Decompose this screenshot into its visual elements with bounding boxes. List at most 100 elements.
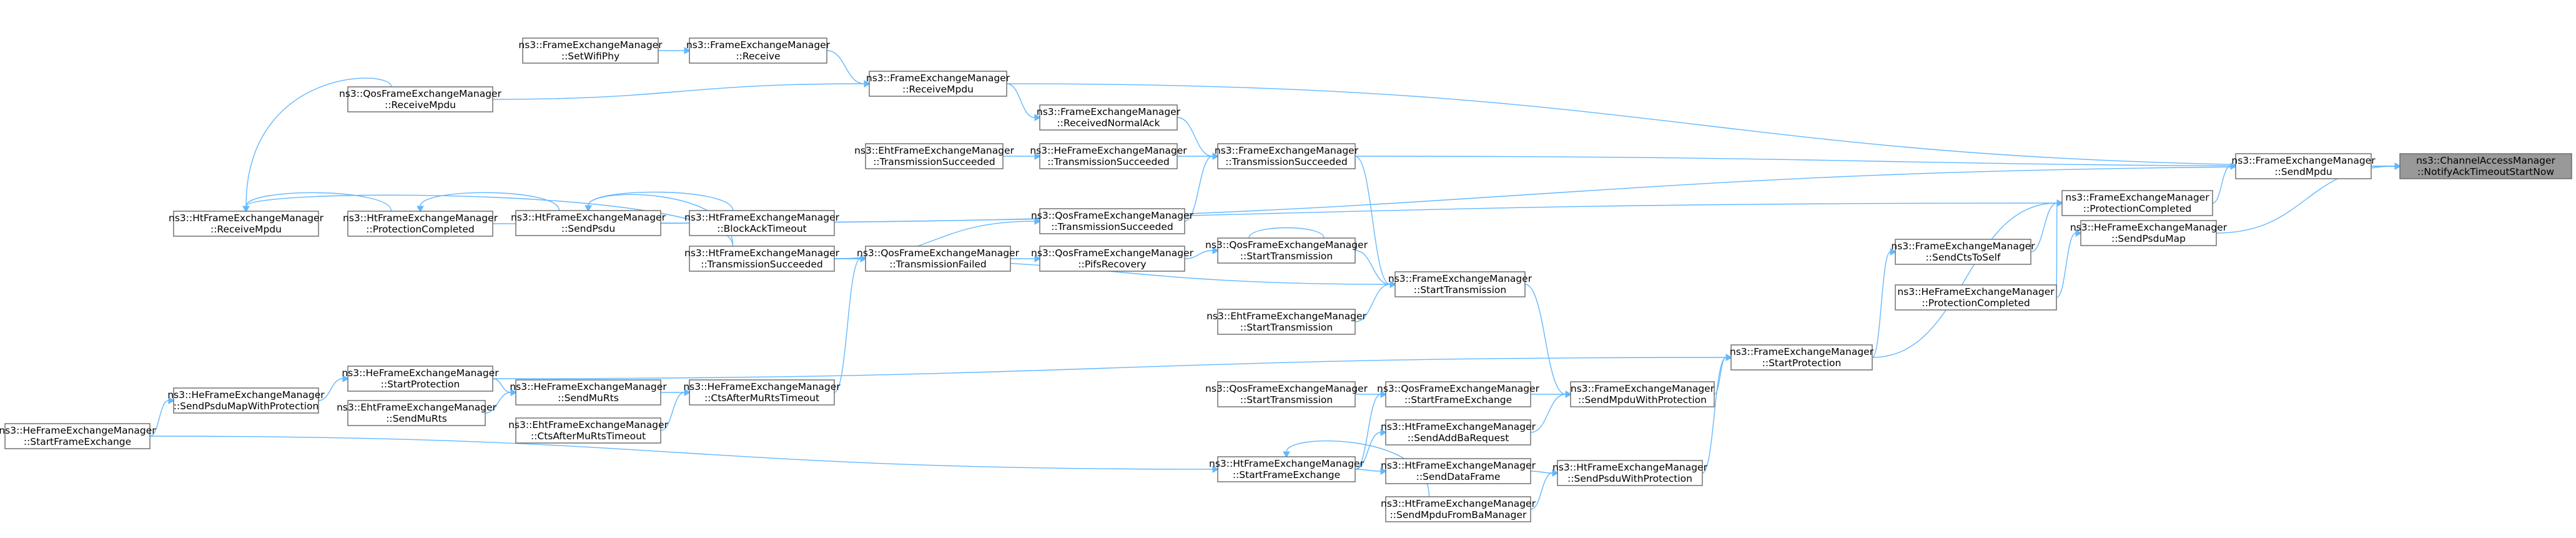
node-label-line1: ns3::QosFrameExchangeManager — [1031, 247, 1194, 259]
graph-node-hefem-sendmurts[interactable]: ns3::HeFrameExchangeManager::SendMuRts — [510, 379, 667, 406]
node-label-line1: ns3::HtFrameExchangeManager — [1552, 462, 1708, 473]
node-label-line2: ::TransmissionFailed — [889, 259, 987, 270]
arrowhead — [1034, 217, 1042, 225]
node-label-line1: ns3::FrameExchangeManager — [1215, 145, 1359, 156]
call-edge — [149, 397, 175, 437]
arrowhead — [2230, 162, 2238, 170]
graph-node-htfem-transmissionsucceeded[interactable]: ns3::HtFrameExchangeManager::Transmissio… — [684, 246, 840, 272]
node-label-line1: ns3::HeFrameExchangeManager — [683, 381, 841, 392]
call-edge — [492, 80, 871, 100]
graph-node-fem-setwifiphy[interactable]: ns3::FrameExchangeManager::SetWifiPhy — [518, 37, 663, 64]
graph-node-htfem-sendaddbarequest[interactable]: ns3::HtFrameExchangeManager::SendAddBaRe… — [1381, 419, 1536, 446]
graph-node-fem-receivednormalack[interactable]: ns3::FrameExchangeManager::ReceivedNorma… — [1037, 104, 1181, 131]
call-edge — [1524, 284, 1572, 398]
graph-node-hefem-startframeexchange[interactable]: ns3::HeFrameExchangeManager::StartFrameE… — [0, 423, 156, 449]
arrowhead — [860, 255, 867, 262]
graph-node-htfem-sendpsdu[interactable]: ns3::HtFrameExchangeManager::SendPsdu — [511, 210, 666, 236]
node-label-line1: ns3::HtFrameExchangeManager — [1209, 458, 1364, 469]
graph-node-hefem-sendpsdumap[interactable]: ns3::HeFrameExchangeManager::SendPsduMap — [2070, 220, 2228, 246]
arrowhead — [1034, 255, 1042, 262]
graph-node-fem-sendctstoself[interactable]: ns3::FrameExchangeManager::SendCtsToSelf — [1891, 239, 2035, 265]
graph-node-ehtfem-ctsaftermurtstimeout[interactable]: ns3::EhtFrameExchangeManager::CtsAfterMu… — [508, 417, 669, 444]
node-label-line2: ::StartTransmission — [1414, 284, 1506, 296]
graph-node-hefem-protcompleted[interactable]: ns3::HeFrameExchangeManager::ProtectionC… — [1895, 284, 2057, 311]
graph-node-fem-transmissionsucceeded[interactable]: ns3::FrameExchangeManager::TransmissionS… — [1215, 143, 1359, 169]
arrowhead — [1034, 152, 1042, 160]
call-edge — [1872, 248, 1897, 358]
node-label-line2: ::Receive — [736, 51, 780, 62]
graph-node-hefem-startprotection[interactable]: ns3::HeFrameExchangeManager::StartProtec… — [342, 366, 499, 392]
call-edge — [492, 354, 1733, 379]
node-label-line2: ::StartTransmission — [1240, 251, 1333, 262]
graph-node-htfem-protcompleted[interactable]: ns3::HtFrameExchangeManager::ProtectionC… — [343, 211, 498, 237]
graph-node-hefem-transmissionsucceeded[interactable]: ns3::HeFrameExchangeManager::Transmissio… — [1030, 143, 1187, 169]
graph-node-qosfem-startframeexchange[interactable]: ns3::QosFrameExchangeManager::StartFrame… — [1377, 381, 1540, 407]
graph-node-qosfem-transmissionsucceeded[interactable]: ns3::QosFrameExchangeManager::Transmissi… — [1031, 208, 1194, 234]
node-label-line2: ::CtsAfterMuRtsTimeout — [704, 392, 819, 404]
call-edge — [417, 192, 560, 213]
graph-node-qosfem-pifsrecovery[interactable]: ns3::QosFrameExchangeManager::PifsRecove… — [1031, 246, 1194, 272]
graph-node-hefem-ctsaftermurtstimeout[interactable]: ns3::HeFrameExchangeManager::CtsAfterMuR… — [683, 379, 841, 406]
node-label-line2: ::SendMuRts — [386, 413, 447, 424]
graph-node-fem-receive[interactable]: ns3::FrameExchangeManager::Receive — [686, 37, 831, 64]
graph-node-ehtfem-starttransmission[interactable]: ns3::EhtFrameExchangeManager::StartTrans… — [1207, 309, 1367, 335]
call-edge — [1184, 152, 1220, 222]
node-label-line1: ns3::EhtFrameExchangeManager — [337, 402, 496, 413]
graph-node-hefem-sendpsdumapwithprot[interactable]: ns3::HeFrameExchangeManager::SendPsduMap… — [167, 387, 325, 414]
node-label-line2: ::TransmissionSucceeded — [873, 156, 995, 167]
graph-node-fem-startprotection[interactable]: ns3::FrameExchangeManager::StartProtecti… — [1730, 344, 1874, 371]
graph-node-fem-sendmpduwithprot[interactable]: ns3::FrameExchangeManager::SendMpduWithP… — [1570, 381, 1715, 407]
graph-node-htfem-startframeexchange[interactable]: ns3::HtFrameExchangeManager::StartFrameE… — [1209, 456, 1364, 482]
node-label-line2: ::StartFrameExchange — [1233, 469, 1340, 481]
graph-node-fem-starttransmission[interactable]: ns3::FrameExchangeManager::StartTransmis… — [1388, 271, 1532, 297]
call-edge — [1184, 247, 1220, 259]
graph-node-qosfem-starttransmission[interactable]: ns3::QosFrameExchangeManager::StartTrans… — [1205, 237, 1368, 264]
node-label-line1: ns3::EhtFrameExchangeManager — [1207, 311, 1366, 322]
node-label-line2: ::SetWifiPhy — [561, 51, 619, 62]
graph-node-qosfem-transmissionfailed[interactable]: ns3::QosFrameExchangeManager::Transmissi… — [857, 246, 1020, 272]
graph-node-qosfem-receivempdu[interactable]: ns3::QosFrameExchangeManager::ReceiveMpd… — [339, 86, 502, 112]
node-label-line1: ns3::QosFrameExchangeManager — [1205, 383, 1368, 394]
node-label-line1: ns3::HtFrameExchangeManager — [1381, 498, 1536, 509]
graph-node-root[interactable]: ns3::ChannelAccessManager::NotifyAckTime… — [2399, 153, 2572, 179]
call-edge — [1702, 354, 1733, 474]
call-edge — [318, 375, 350, 401]
arrowhead — [1034, 114, 1042, 121]
graph-node-htfem-blockacktimeout[interactable]: ns3::HtFrameExchangeManager::BlockAckTim… — [684, 210, 840, 236]
arrowhead — [1212, 247, 1220, 254]
arrowhead — [342, 375, 350, 382]
arrowhead — [510, 389, 518, 396]
arrowhead — [1552, 469, 1559, 477]
graph-node-qosfem-starttransmission2[interactable]: ns3::QosFrameExchangeManager::StartTrans… — [1205, 381, 1368, 407]
node-label-line2: ::SendMpduWithProtection — [1578, 394, 1707, 406]
graph-node-fem-sendmpdu[interactable]: ns3::FrameExchangeManager::SendMpdu — [2231, 153, 2376, 179]
graph-node-htfem-senddataframe[interactable]: ns3::HtFrameExchangeManager::SendDataFra… — [1381, 458, 1536, 484]
graph-node-htfem-sendpsduwithprot[interactable]: ns3::HtFrameExchangeManager::SendPsduWit… — [1552, 460, 1708, 486]
call-edge — [1355, 156, 1397, 288]
node-label-line1: ns3::FrameExchangeManager — [1388, 273, 1532, 284]
node-label-line2: ::PifsRecovery — [1078, 259, 1146, 270]
node-label-line1: ns3::HtFrameExchangeManager — [169, 212, 324, 224]
node-label-line2: ::StartProtection — [1762, 357, 1842, 369]
graph-node-ehtfem-sendmurts[interactable]: ns3::EhtFrameExchangeManager::SendMuRts — [337, 400, 497, 426]
arrowhead — [1380, 467, 1388, 475]
call-edge — [2030, 199, 2064, 252]
node-label-line1: ns3::FrameExchangeManager — [1730, 346, 1874, 357]
node-label-line1: ns3::HeFrameExchangeManager — [1030, 145, 1187, 156]
graph-node-htfem-sendmpdufrombamanager[interactable]: ns3::HtFrameExchangeManager::SendMpduFro… — [1381, 496, 1536, 522]
graph-node-fem-receivempdu[interactable]: ns3::FrameExchangeManager::ReceiveMpdu — [866, 71, 1010, 97]
graph-node-fem-protcompleted[interactable]: ns3::FrameExchangeManager::ProtectionCom… — [2061, 190, 2213, 216]
node-label-line1: ns3::QosFrameExchangeManager — [1205, 239, 1368, 251]
node-label-line2: ::StartTransmission — [1240, 394, 1333, 406]
node-label-line1: ns3::HtFrameExchangeManager — [1381, 460, 1536, 471]
arrowhead — [684, 389, 691, 396]
node-label-line2: ::ReceiveMpdu — [385, 99, 456, 111]
arrowhead — [2075, 229, 2083, 237]
arrowhead — [2394, 162, 2402, 170]
graph-node-ehtfem-transmissionsucceeded[interactable]: ns3::EhtFrameExchangeManager::Transmissi… — [854, 143, 1015, 169]
graph-node-htfem-receivempdu[interactable]: ns3::HtFrameExchangeManager::ReceiveMpdu — [169, 211, 324, 237]
call-edge — [1530, 469, 1559, 510]
node-label-line1: ns3::ChannelAccessManager — [2416, 155, 2555, 166]
call-edge — [149, 436, 1220, 473]
arrowhead — [1212, 152, 1220, 160]
